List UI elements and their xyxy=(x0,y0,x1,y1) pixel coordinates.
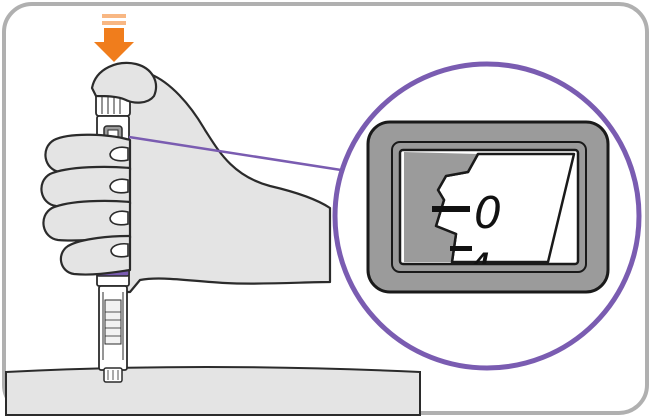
fingernail xyxy=(109,178,129,194)
hand-thumb xyxy=(90,61,158,104)
next-dose-number: 4 xyxy=(466,246,491,292)
current-dose-number: 0 xyxy=(474,188,502,239)
finger-little xyxy=(59,234,132,276)
magnifier-callout: 0 4 xyxy=(332,61,642,371)
arrow-down-icon xyxy=(94,14,134,62)
fingernail xyxy=(109,146,129,162)
fingernail xyxy=(110,242,129,258)
callout-line xyxy=(128,135,355,174)
skin-surface xyxy=(5,366,421,416)
dose-pointer-marker xyxy=(432,206,470,212)
hand-fingers xyxy=(40,133,132,276)
fingernail xyxy=(109,210,129,226)
